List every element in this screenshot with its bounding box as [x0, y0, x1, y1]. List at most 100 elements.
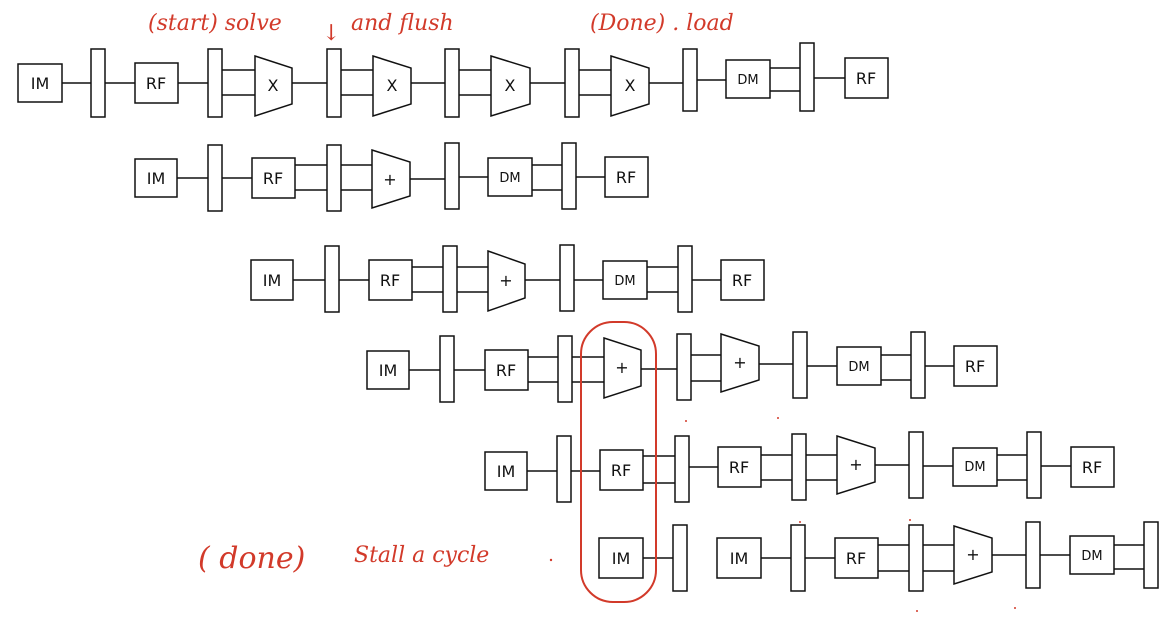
rf-label: RF — [856, 69, 876, 88]
dm-stage — [602, 260, 648, 300]
stall-note: Stall a cycle — [354, 543, 489, 568]
rf-writeback — [953, 345, 998, 387]
im-label: IM — [263, 271, 282, 290]
pipeline-register — [790, 524, 806, 592]
down-arrow-icon: ↓ — [322, 21, 340, 46]
rf-writeback — [844, 57, 889, 99]
mul-alu — [610, 54, 650, 118]
add-alu — [371, 148, 411, 210]
mul-label: X — [268, 76, 279, 95]
dm-label: DM — [499, 171, 520, 186]
rf-label: RF — [496, 361, 516, 380]
and-flush-note: and flush — [351, 11, 454, 36]
add-alu — [836, 434, 876, 496]
rf-label: RF — [616, 168, 636, 187]
im-label: IM — [379, 361, 398, 380]
pipeline-register — [561, 142, 577, 210]
add-alu — [603, 336, 642, 400]
rf-stage — [834, 537, 879, 579]
dm-stage — [1069, 535, 1115, 575]
row-2-add-instruction — [134, 142, 649, 212]
add-alu — [720, 332, 760, 394]
im-label: IM — [730, 549, 749, 568]
im-label: IM — [612, 549, 631, 568]
rf-label: RF — [732, 271, 752, 290]
dm-stage — [836, 346, 882, 386]
mul-label: X — [625, 76, 636, 95]
dm-label: DM — [1081, 549, 1102, 564]
pipeline-register — [207, 144, 223, 212]
rf-stage — [717, 446, 762, 488]
rf-label: RF — [729, 458, 749, 477]
pipeline-register — [908, 524, 924, 592]
pipeline-register — [559, 244, 575, 312]
add-alu — [487, 249, 526, 313]
row-5-stalled-instruction — [484, 431, 1115, 503]
stall-highlight — [580, 321, 657, 603]
pipeline-register — [676, 333, 692, 401]
pipeline-register — [791, 433, 807, 501]
rf-label: RF — [846, 549, 866, 568]
pipeline-register — [799, 42, 815, 112]
im-stage — [716, 537, 762, 579]
done-load-note: (Done) . load — [590, 11, 734, 36]
mul-label: X — [387, 76, 398, 95]
pipeline-register — [324, 245, 340, 313]
add-label: + — [849, 455, 862, 474]
rf-label: RF — [146, 74, 166, 93]
add-label: + — [499, 271, 512, 290]
rf-stage — [251, 157, 296, 199]
dm-stage — [952, 447, 998, 487]
pipeline-register — [444, 142, 460, 210]
rf-label: RF — [1082, 458, 1102, 477]
start-solve-note: (start) solve — [148, 11, 282, 36]
mul-alu — [254, 54, 293, 118]
pipeline-register — [556, 435, 572, 503]
add-label: + — [966, 545, 979, 564]
rf-writeback — [604, 156, 649, 198]
pipeline-register — [444, 48, 460, 118]
pipeline-register — [557, 335, 573, 403]
rf-label: RF — [965, 357, 985, 376]
pipeline-register — [564, 48, 580, 118]
pipeline-register — [1026, 431, 1042, 499]
dm-label: DM — [614, 274, 635, 289]
im-stage — [250, 259, 294, 301]
mul-label: X — [505, 76, 516, 95]
pipeline-register — [326, 144, 342, 212]
pipeline-register — [1025, 521, 1041, 589]
add-alu — [953, 524, 993, 586]
pipeline-register — [910, 331, 926, 399]
add-label: + — [733, 353, 746, 372]
annotations: (start) solve ↓ and flush (Done) . load … — [148, 11, 1016, 612]
im-stage — [484, 451, 528, 491]
rf-writeback — [1070, 446, 1115, 488]
rf-stage — [484, 349, 529, 391]
pipeline-register — [908, 431, 924, 499]
pipeline-register — [90, 48, 106, 118]
dm-label: DM — [848, 360, 869, 375]
rf-label: RF — [611, 461, 631, 480]
rf-stage-stalled — [599, 449, 644, 491]
pipeline-register — [674, 435, 690, 503]
im-label: IM — [147, 169, 166, 188]
row-1-mul-instruction — [17, 42, 889, 118]
pipeline-register — [682, 48, 698, 112]
done-note: ( done) — [198, 541, 305, 576]
add-label: + — [383, 170, 396, 189]
pipeline-register — [326, 48, 342, 118]
stage-labels: IM RF X X X X DM RF IM RF + DM RF IM RF … — [31, 69, 1103, 568]
im-stage — [17, 63, 63, 103]
im-stage — [134, 158, 178, 198]
rf-writeback — [720, 259, 765, 301]
pipeline-register — [672, 524, 688, 592]
pipeline-register — [442, 245, 458, 313]
row-4-add-instruction — [366, 331, 998, 403]
dm-label: DM — [964, 460, 985, 475]
rf-label: RF — [263, 169, 283, 188]
add-label: + — [615, 358, 628, 377]
dm-stage — [725, 59, 771, 99]
pipeline-register — [677, 245, 693, 313]
im-label: IM — [497, 462, 516, 481]
row-6-stalled-instruction — [598, 521, 1159, 592]
